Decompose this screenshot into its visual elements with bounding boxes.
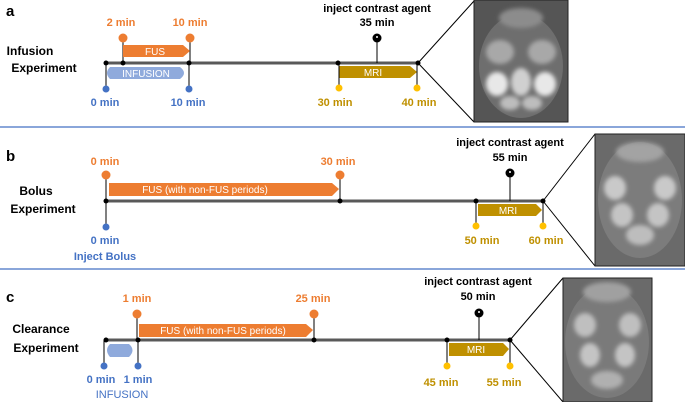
infusion-bar [107,67,184,79]
fus-bar [139,324,313,337]
zoom-line [542,200,596,267]
inject-bolus-label: Inject Bolus [74,251,136,263]
timeline-dot [311,337,317,343]
orange-end-label: 10 min [173,17,208,29]
mri-end-label: 60 min [529,235,564,247]
panel-title-line2: Experiment [11,61,76,75]
mri-end-label: 40 min [402,97,437,109]
mri-bar [449,343,509,356]
blue-start-label: 0 min [91,97,120,109]
contrast-pin-highlight [376,36,378,38]
zoom-line [417,0,475,64]
mri-brain-image [562,277,653,402]
mri-start-label: 50 min [465,235,500,247]
orange-pin-head [335,170,345,180]
infusion-bar [107,344,133,357]
contrast-pin-highlight [478,311,480,313]
blue-pin-head [134,362,142,370]
mri-brain-image [473,0,569,123]
timeline-dot [103,198,109,204]
panel-a: a Infusion Experiment 2 min 10 min FUS I… [6,0,569,123]
mri-label: MRI [467,345,485,356]
yellow-pin-head [443,362,451,370]
infusion-label: INFUSION [122,69,170,80]
timeline-dot [186,60,192,66]
yellow-pin-head [506,362,514,370]
fus-bar [123,45,190,57]
orange-start-label: 2 min [107,17,136,29]
mri-start-label: 45 min [424,377,459,389]
timeline-dot [337,198,343,204]
blue-end-label: 1 min [124,374,153,386]
contrast-agent-label: inject contrast agent [323,3,431,15]
contrast-time-label: 35 min [360,17,395,29]
blue-end-label: 10 min [171,97,206,109]
panel-title-line1: Clearance [12,322,70,336]
mri-label: MRI [364,68,382,79]
orange-end-label: 30 min [321,156,356,168]
mri-label: MRI [499,206,517,217]
contrast-time-label: 50 min [461,291,496,303]
blue-start-label: 0 min [87,374,116,386]
orange-pin-head [132,309,142,319]
panel-b: b Bolus Experiment 0 min 30 min FUS (wit… [6,133,685,267]
yellow-pin-head [413,84,421,92]
orange-start-label: 1 min [123,293,152,305]
panel-letter: a [6,3,15,20]
fus-label: FUS (with non-FUS periods) [142,185,268,196]
panel-letter: c [6,289,14,306]
timeline-dot [103,337,109,343]
yellow-pin-head [539,222,547,230]
infusion-caption: INFUSION [96,389,149,401]
fus-label: FUS [145,47,165,58]
yellow-pin-head [335,84,343,92]
panel-c: c Clearance Experiment 1 min 25 min FUS … [6,276,653,402]
panel-title-line1: Bolus [19,184,53,198]
zoom-line [542,133,596,202]
timeline-dot [120,60,126,66]
mri-start-label: 30 min [318,97,353,109]
blue-pin-head [102,85,110,93]
mri-brain-image [594,133,685,267]
contrast-time-label: 55 min [493,152,528,164]
orange-end-label: 25 min [296,293,331,305]
timeline-dot [103,60,109,66]
contrast-agent-label: inject contrast agent [424,276,532,288]
zoom-line [509,277,564,341]
blue-pin-head [100,362,108,370]
mri-bar [339,66,417,78]
orange-pin-head [101,170,111,180]
fus-label: FUS (with non-FUS periods) [160,326,286,337]
blue-start-label: 0 min [91,235,120,247]
contrast-pin-highlight [509,171,511,173]
blue-pin-head [185,85,193,93]
zoom-line [509,339,564,402]
orange-start-label: 0 min [91,156,120,168]
mri-end-label: 55 min [487,377,522,389]
blue-pin-head [102,223,110,231]
contrast-agent-label: inject contrast agent [456,137,564,149]
panel-letter: b [6,148,15,165]
timeline-dot [335,60,341,66]
orange-pin-head [185,33,195,43]
panel-title-line1: Infusion [7,44,54,58]
timeline-dot [135,337,141,343]
orange-pin-head [309,309,319,319]
yellow-pin-head [472,222,480,230]
fus-bar [109,183,339,196]
mri-bar [478,204,542,216]
panel-title-line2: Experiment [13,341,78,355]
panel-title-line2: Experiment [10,202,75,216]
zoom-line [417,62,475,123]
orange-pin-head [118,33,128,43]
